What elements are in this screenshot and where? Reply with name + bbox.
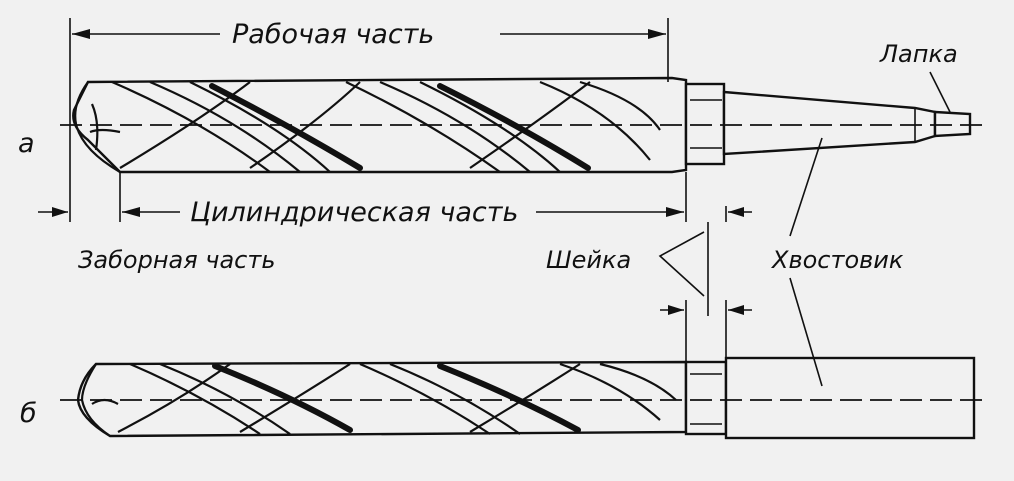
drill-a-tang [933,110,972,138]
drill-a-neck [684,82,726,166]
label-working-part: Рабочая часть [232,19,434,50]
drill-b-cylindrical-shank [60,356,990,440]
drill-a-taper-shank [60,76,985,174]
drill-b-cylindrical-shank-body [724,356,976,440]
label-cylindrical-part: Цилиндрическая часть [190,197,518,228]
drill-a-taper-shank-body [722,90,937,156]
label-cutting-part: Заборная часть [78,246,275,274]
drill-b-flutes [117,362,677,435]
label-view-a: а [18,128,35,159]
label-shank: Хвостовик [770,246,904,274]
label-view-b: б [20,398,37,429]
drill-a-tip [74,81,121,173]
label-neck: Шейка [546,246,631,274]
label-tang: Лапка [879,40,958,68]
dimension-lines [38,18,951,387]
